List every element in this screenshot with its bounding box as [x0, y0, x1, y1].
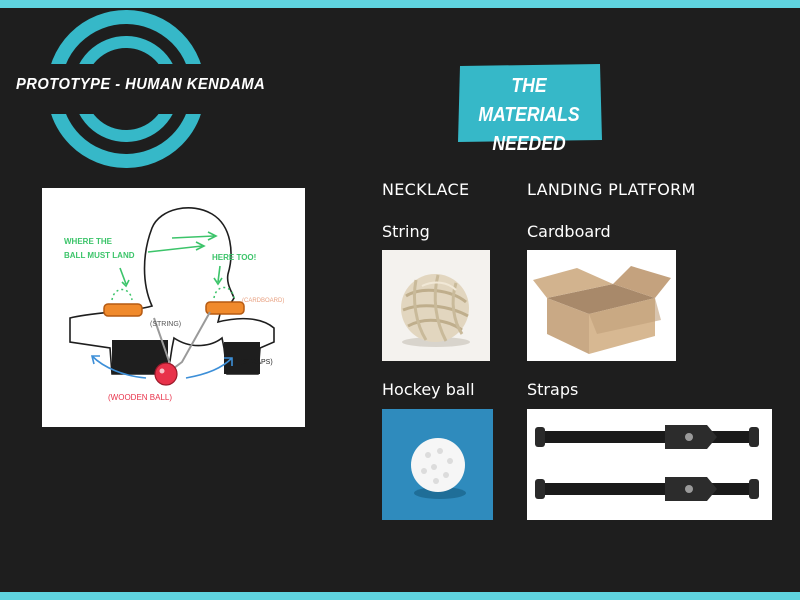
sketch-label-where: WHERE THE — [64, 237, 113, 246]
sketch-label-ball-must-land: BALL MUST LAND — [64, 251, 135, 260]
top-accent-bar — [0, 0, 800, 8]
materials-banner: THE MATERIALS NEEDED — [454, 62, 604, 155]
straps-label: Straps — [527, 380, 579, 399]
slide-title: PROTOTYPE - HUMAN KENDAMA — [16, 76, 266, 93]
string-label: String — [382, 222, 430, 241]
bottom-accent-bar — [0, 592, 800, 600]
cardboard-box-photo — [527, 250, 676, 361]
hockey-ball-photo — [382, 409, 493, 520]
landing-platform-heading: LANDING PLATFORM — [527, 180, 696, 199]
sketch-label-cardboard: (CARDBOARD) — [242, 298, 284, 304]
right-landing-pad — [205, 301, 245, 315]
hockey-ball-label: Hockey ball — [382, 380, 475, 399]
sketch-label-straps: (STRAPS) — [240, 359, 273, 366]
sketch-label-here-too: HERE TOO! — [212, 253, 256, 262]
concentric-rings-decoration — [0, 10, 240, 168]
wooden-ball-mark — [154, 362, 178, 386]
prototype-sketch: WHERE THE BALL MUST LAND HERE TOO! (STRI… — [42, 188, 305, 427]
yarn-ball-photo — [382, 250, 490, 361]
left-landing-pad — [103, 303, 143, 317]
cardboard-label: Cardboard — [527, 222, 611, 241]
straps-photo — [527, 409, 772, 520]
necklace-heading: NECKLACE — [382, 180, 470, 199]
sketch-label-string: (STRING) — [150, 321, 181, 328]
sketch-label-wooden-ball: (WOODEN BALL) — [108, 393, 172, 402]
materials-heading: THE MATERIALS NEEDED — [478, 75, 580, 155]
